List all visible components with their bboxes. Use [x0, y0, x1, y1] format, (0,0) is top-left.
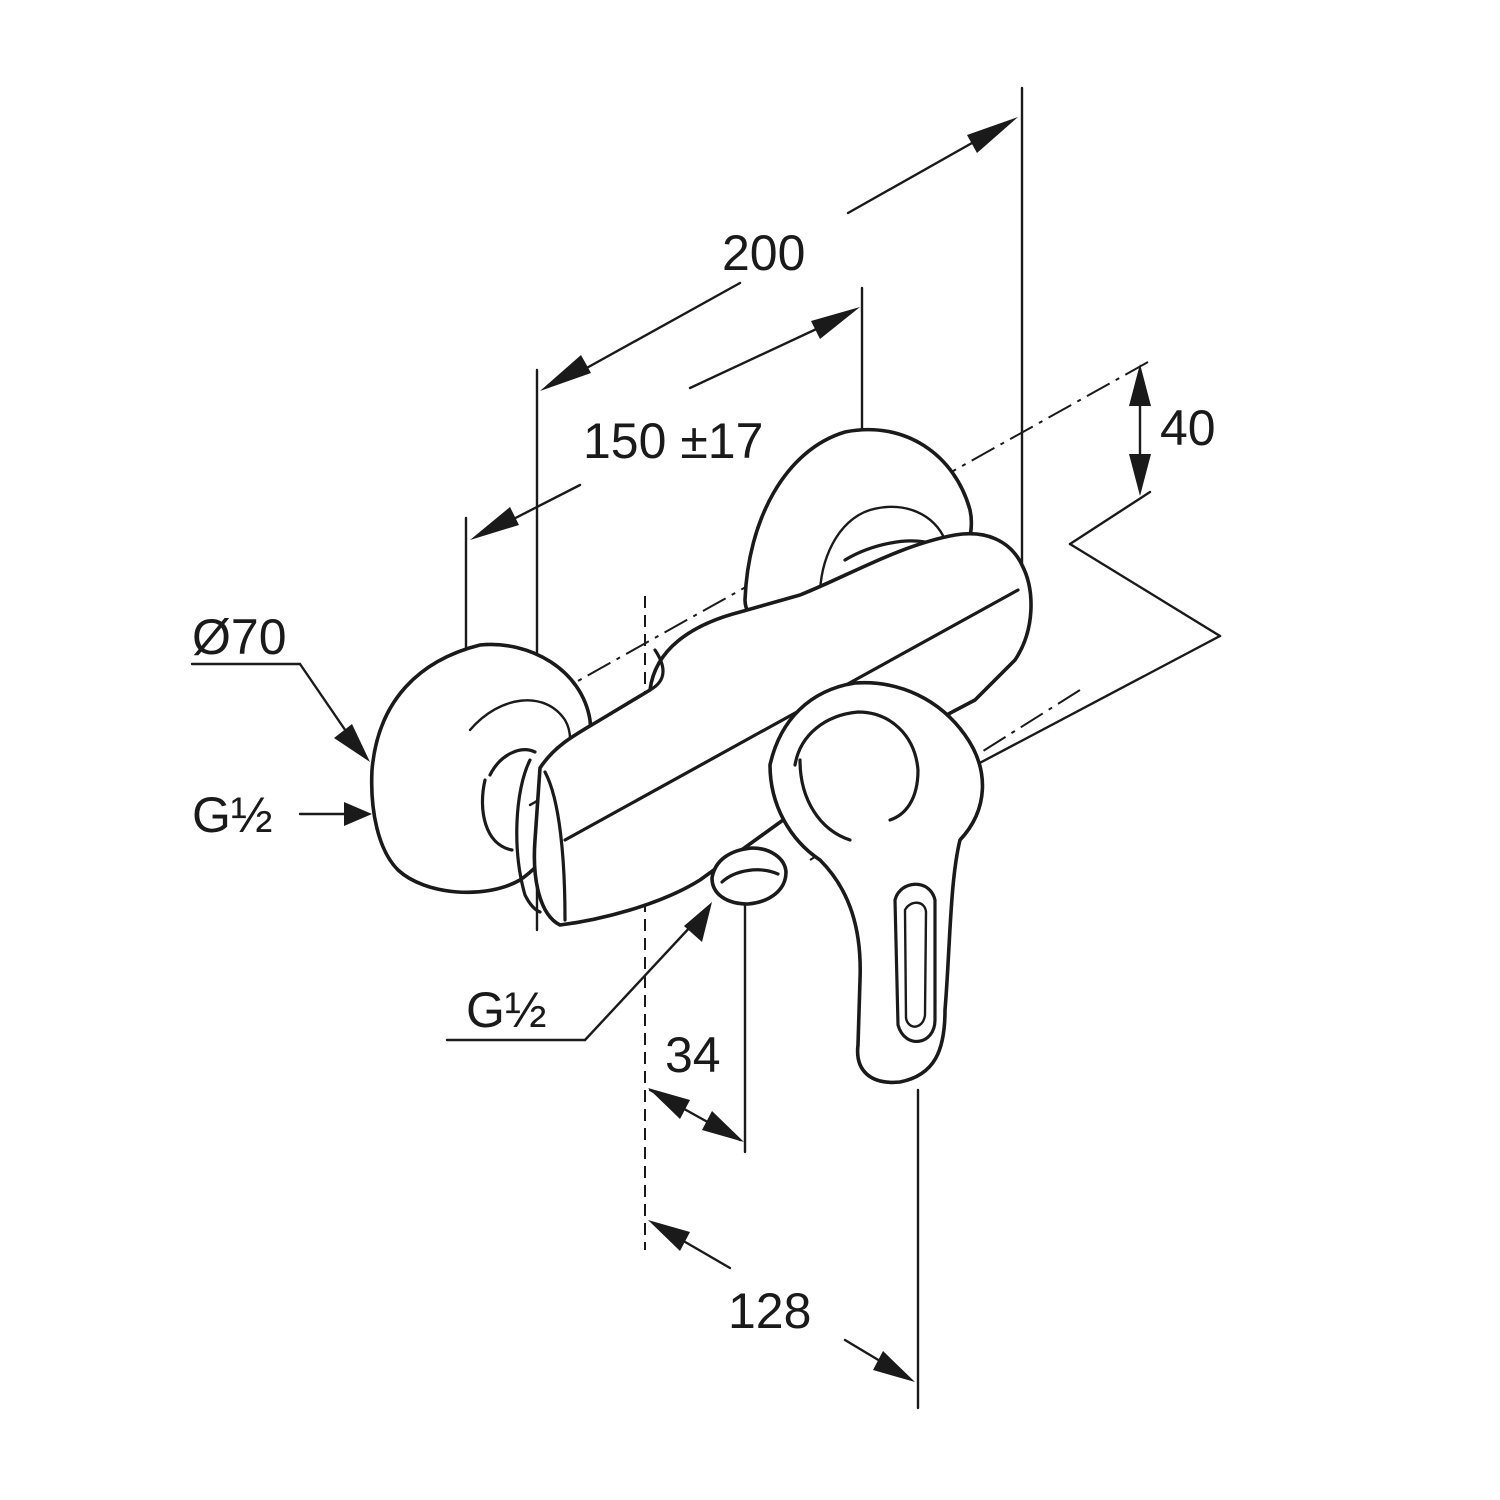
bottom-outlet	[710, 846, 788, 906]
dim-line-70	[190, 662, 370, 762]
dimension-label-40: 40	[1160, 400, 1216, 456]
dimension-label-outlet-thread: G½	[466, 982, 547, 1038]
dim-line-40	[1129, 364, 1151, 496]
dimension-label-inlet-thread: G½	[192, 787, 273, 843]
dimension-label-128: 128	[728, 1283, 811, 1339]
extension-lines	[464, 86, 1222, 1410]
dim-line-34	[648, 1088, 744, 1142]
dimension-label-diameter: Ø70	[192, 609, 287, 665]
dim-line-200	[540, 117, 1018, 391]
dimension-label-34: 34	[665, 1027, 721, 1083]
dimension-label-150: 150 ±17	[583, 413, 763, 469]
dim-line-outlet	[445, 902, 712, 1042]
dim-line-128	[648, 1220, 915, 1382]
lever-handle	[768, 680, 985, 1085]
dimension-label-200: 200	[722, 225, 805, 281]
dim-line-150	[470, 307, 860, 540]
dim-line-inlet	[298, 802, 372, 826]
